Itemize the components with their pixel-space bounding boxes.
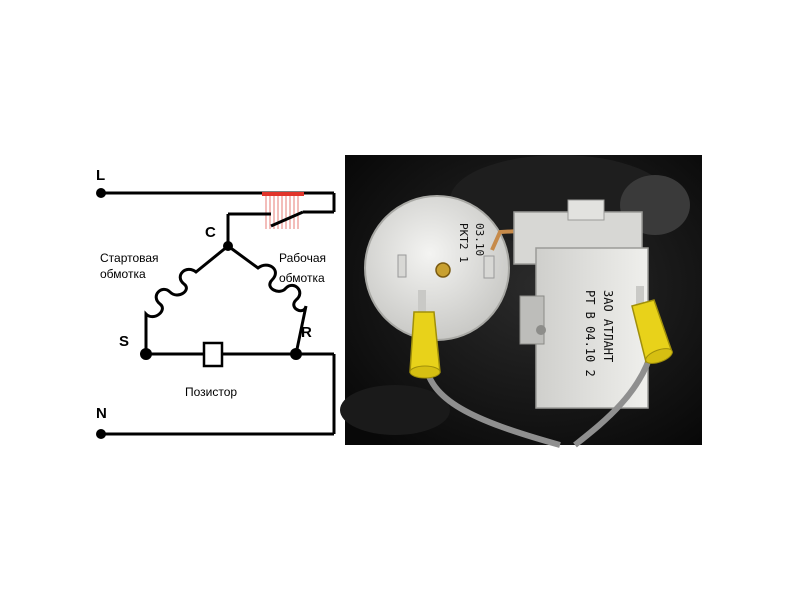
- node-r-label: R: [301, 324, 312, 341]
- node-s-label: S: [119, 333, 129, 350]
- run-winding-label-line2: обмотка: [279, 271, 325, 285]
- start-winding-label-line1: Стартовая: [100, 251, 159, 265]
- node-c-label: C: [205, 224, 216, 241]
- relay-block-text-2: ЗАО АТЛАНТ: [601, 290, 615, 362]
- thermal-protector: [262, 192, 304, 229]
- node-s-dot: [140, 348, 152, 360]
- start-relay-block: PT B 04.10 2 ЗАО АТЛАНТ: [513, 199, 649, 409]
- start-winding-label-line2: обмотка: [100, 267, 146, 281]
- yellow-connector-left: [409, 290, 441, 379]
- relay-disk-text-1: PKT2 1: [457, 223, 470, 263]
- relay-photo: PKT2 1 03.10 PT B 04.10 2 ЗАО АТЛАНТ: [340, 155, 702, 448]
- run-winding-label-line1: Рабочая: [279, 251, 326, 265]
- relay-block-text-1: PT B 04.10 2: [583, 290, 597, 377]
- node-c-dot: [223, 241, 233, 251]
- relay-disk-text-2: 03.10: [473, 223, 486, 256]
- thermal-relay-disk: PKT2 1 03.10: [364, 195, 510, 341]
- posistor-label: Позистор: [185, 385, 237, 399]
- run-winding: [227, 244, 308, 355]
- posistor-symbol: [202, 341, 224, 368]
- node-r-dot: [290, 348, 302, 360]
- terminal-l-dot: [96, 188, 106, 198]
- terminal-l-label: L: [96, 167, 105, 184]
- wiring-diagram: L N C S R Стартовая обмотка Рабочая обмо…: [96, 167, 336, 439]
- terminal-n-label: N: [96, 405, 107, 422]
- yellow-connector-right: [631, 286, 673, 364]
- start-winding: [144, 244, 229, 354]
- terminal-n-dot: [96, 429, 106, 439]
- grey-wire-right: [573, 349, 655, 448]
